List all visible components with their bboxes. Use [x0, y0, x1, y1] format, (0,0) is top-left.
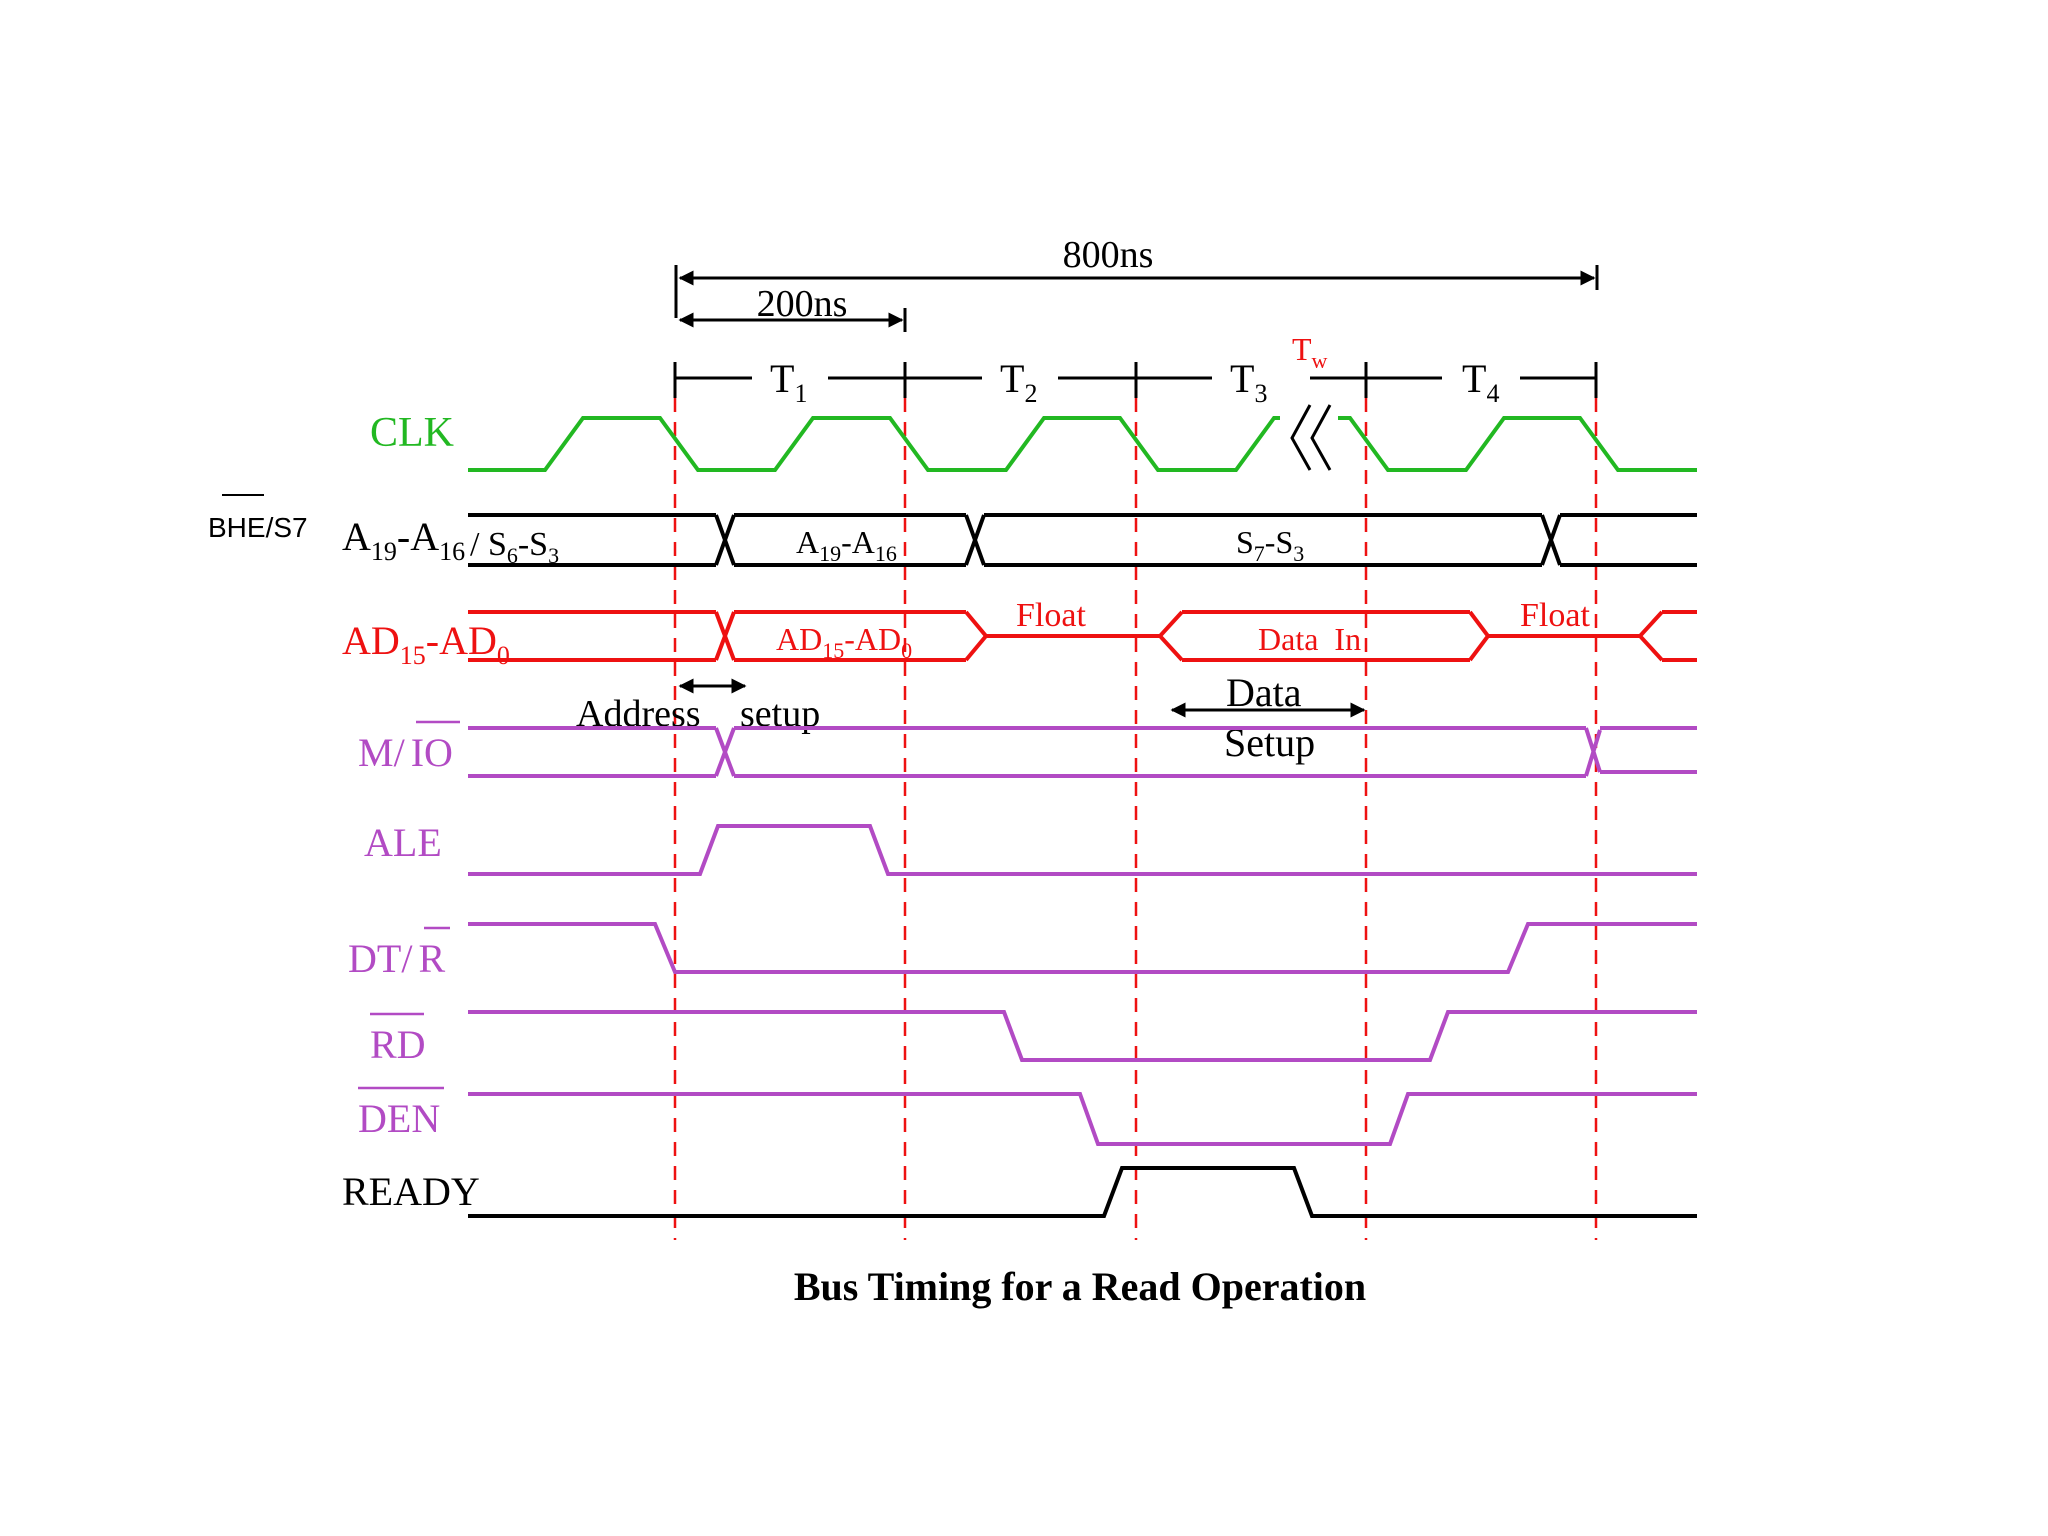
- bus-label-ad15-ad0: AD15-AD0: [776, 621, 912, 663]
- label-address-bus: A19-A16: [342, 514, 465, 566]
- bus-label-data-in: Data In: [1258, 621, 1361, 657]
- waveform-ad-bus: [468, 610, 1697, 662]
- timespan-800ns: 800ns: [674, 234, 1599, 318]
- state-tw: Tw: [1292, 331, 1328, 373]
- state-t3: T3: [1230, 356, 1267, 408]
- t-states-row: [673, 362, 1598, 398]
- waveform-ready: [468, 1166, 1697, 1218]
- waveform-clk: [468, 416, 1280, 472]
- bus-label-s6-s3: / S6-S3: [470, 526, 559, 568]
- waveform-address-bus: [468, 513, 1697, 567]
- waveform-clk-tail: [1338, 416, 1697, 472]
- wait-break-symbol: [1290, 404, 1332, 471]
- waveform-m-io: [468, 726, 1697, 778]
- label-m-io: M/IO: [358, 730, 453, 775]
- label-800ns: 800ns: [1063, 234, 1154, 276]
- waveform-dt-r: [468, 922, 1697, 974]
- state-boundaries: [673, 398, 1598, 1240]
- label-ale: ALE: [364, 820, 442, 865]
- annotation-data: Data: [1226, 670, 1302, 715]
- label-dt-r: DT/R: [348, 936, 445, 981]
- bus-label-s7-s3: S7-S3: [1236, 524, 1304, 566]
- bus-label-float-1: Float: [1016, 597, 1086, 634]
- label-clk: CLK: [370, 410, 454, 456]
- label-ad-bus: AD15-AD0: [342, 618, 510, 670]
- label-den: DEN: [358, 1096, 440, 1141]
- label-bhe-s7: BHE/S7: [208, 512, 308, 543]
- label-200ns: 200ns: [757, 283, 848, 325]
- diagram-caption: Bus Timing for a Read Operation: [794, 1264, 1366, 1309]
- waveform-ale: [468, 824, 1697, 876]
- waveform-den: [468, 1092, 1697, 1146]
- state-t4: T4: [1462, 356, 1499, 408]
- timespan-200ns: 200ns: [678, 283, 907, 332]
- label-rd: RD: [370, 1022, 426, 1067]
- waveform-rd: [468, 1010, 1697, 1062]
- state-t2: T2: [1000, 356, 1037, 408]
- state-t1: T1: [770, 356, 807, 408]
- label-ready: READY: [342, 1169, 480, 1214]
- bus-label-float-2: Float: [1520, 597, 1590, 634]
- bus-label-a19-a16: A19-A16: [796, 524, 897, 566]
